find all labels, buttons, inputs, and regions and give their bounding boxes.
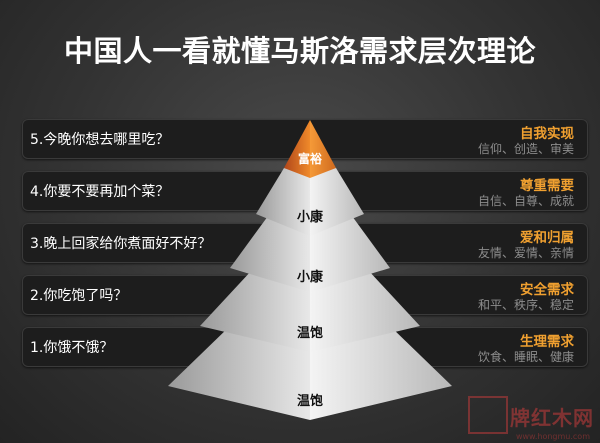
page-title: 中国人一看就懂马斯洛需求层次理论: [63, 34, 536, 68]
pyramid-tier-4: [168, 326, 452, 420]
row-question: 4.你要不要再加个菜？: [30, 184, 170, 200]
row-examples: 友情、爱情、亲情: [477, 246, 574, 260]
pyramid-tier-1: [256, 168, 364, 236]
watermark-logo: [468, 396, 508, 434]
pyramid-tier-label: 小康: [296, 210, 323, 225]
pyramid-tip-label: 富裕: [297, 152, 322, 166]
row-level: 尊重需要: [520, 178, 574, 194]
pyramid-tier-3: [200, 270, 420, 352]
row-question: 5.今晚你想去哪里吃？: [30, 132, 170, 148]
watermark-subtext: www.hongmu.com: [515, 432, 590, 441]
row-question: 1.你饿不饿？: [30, 340, 114, 356]
row-level: 爱和归属: [520, 230, 574, 246]
row-question: 2.你吃饱了吗？: [30, 288, 128, 304]
row-examples: 信仰、创造、审美: [477, 142, 574, 156]
pyramid-tier-2: [230, 216, 390, 292]
pyramid-tier-label: 小康: [296, 270, 323, 285]
row-level: 安全需求: [520, 282, 574, 298]
row-question: 3.晚上回家给你煮面好不好？: [30, 236, 212, 252]
row-level: 生理需求: [520, 334, 574, 350]
row-level: 自我实现: [520, 126, 574, 142]
row-examples: 自信、自尊、成就: [477, 194, 574, 208]
pyramid-tier-label: 温饱: [296, 326, 323, 341]
pyramid-tier-label: 温饱: [296, 394, 323, 409]
pyramid-tip: [284, 120, 336, 178]
watermark-text: 牌红木网: [510, 406, 594, 430]
row-examples: 饮食、睡眠、健康: [477, 350, 574, 364]
row-examples: 和平、秩序、稳定: [477, 298, 574, 312]
